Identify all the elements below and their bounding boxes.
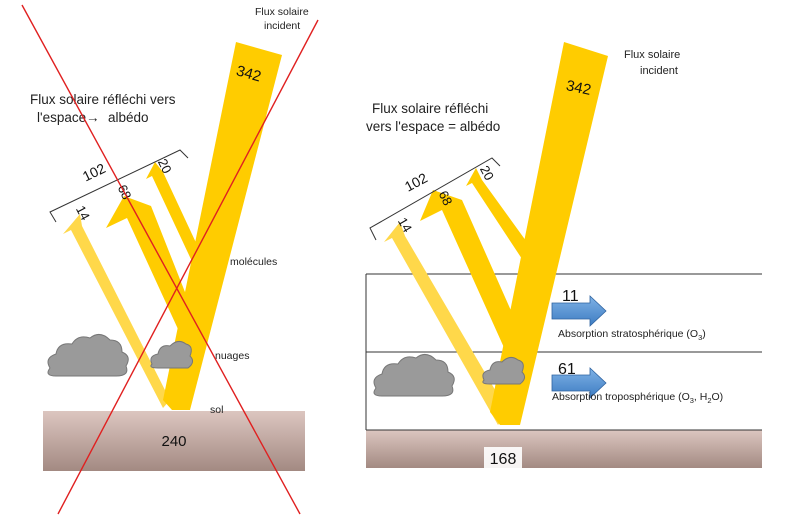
right-panel: 168 342 102 20 68 14 11 61 Flux solaire … — [365, 42, 762, 469]
right-beam-incident — [490, 42, 608, 425]
right-strato-label: Absorption stratosphérique (O3) — [558, 328, 706, 342]
left-reflected-arrow: → — [86, 110, 100, 125]
left-incident-value: 342 — [234, 62, 263, 85]
right-tropo-label-mid: , H — [694, 391, 707, 403]
right-tropo-label-sub2: 2 — [707, 396, 711, 405]
left-reflected-label-2: l'espace — [37, 110, 86, 125]
right-strato-label-main: Absorption stratosphérique (O — [558, 328, 698, 340]
right-value-14: 14 — [395, 215, 415, 235]
right-cloud-icon — [373, 354, 455, 397]
right-total-reflected: 102 — [402, 169, 430, 194]
right-incident-value: 342 — [565, 77, 593, 99]
right-tropo-label-sub1: 3 — [690, 396, 694, 405]
left-beam-14 — [63, 214, 170, 408]
right-strato-arrow-icon — [551, 295, 607, 327]
right-ground-value: 168 — [490, 451, 517, 468]
right-reflected-label-2: vers l'espace = albédo — [366, 119, 500, 134]
right-strato-label-tail: ) — [702, 328, 706, 340]
left-reflected-label-2b: albédo — [108, 110, 149, 125]
right-cloud-icon-2 — [482, 356, 526, 385]
right-tropo-value: 61 — [558, 361, 576, 378]
right-strato-label-sub: 3 — [698, 333, 702, 342]
left-cloud-icon-2 — [150, 340, 194, 369]
left-cross-line-1 — [21, 4, 301, 515]
left-sol-label: sol — [210, 404, 223, 416]
left-panel: 240 342 102 20 68 14 Flux solaire incide… — [21, 4, 319, 515]
right-beam-20 — [466, 168, 534, 262]
left-total-reflected: 102 — [80, 160, 108, 185]
left-value-20: 20 — [155, 156, 175, 176]
left-cross-line-2 — [57, 19, 319, 515]
right-value-20: 20 — [477, 163, 497, 183]
right-incident-label-1: Flux solaire — [624, 49, 680, 61]
left-beam-68 — [106, 196, 200, 340]
left-ground-value: 240 — [161, 433, 186, 450]
right-value-68: 68 — [436, 188, 456, 208]
right-beam-68 — [420, 190, 524, 352]
right-tropo-label: Absorption troposphérique (O3, H2O) — [552, 391, 723, 405]
right-ground-label-box — [484, 447, 522, 469]
right-tropo-label-main: Absorption troposphérique (O — [552, 391, 690, 403]
left-molecules-label: molécules — [230, 256, 277, 268]
left-beam-20 — [146, 162, 205, 270]
left-value-14: 14 — [73, 203, 93, 223]
left-cloud-icon — [47, 334, 129, 377]
left-bracket — [49, 149, 189, 223]
left-incident-label-2: incident — [264, 20, 300, 32]
left-reflected-label-1: Flux solaire réfléchi vers — [30, 92, 176, 107]
right-reflected-label-1: Flux solaire réfléchi — [372, 101, 488, 116]
right-beam-14 — [384, 222, 508, 425]
right-incident-label-2: incident — [640, 65, 678, 77]
right-tropo-arrow-icon — [551, 367, 607, 399]
right-bracket — [369, 157, 501, 241]
right-tropo-label-tail: O) — [712, 391, 724, 403]
right-ground — [366, 430, 762, 468]
left-nuages-label: nuages — [215, 350, 249, 362]
right-strato-value: 11 — [562, 288, 579, 305]
left-incident-label-1: Flux solaire — [255, 6, 309, 18]
